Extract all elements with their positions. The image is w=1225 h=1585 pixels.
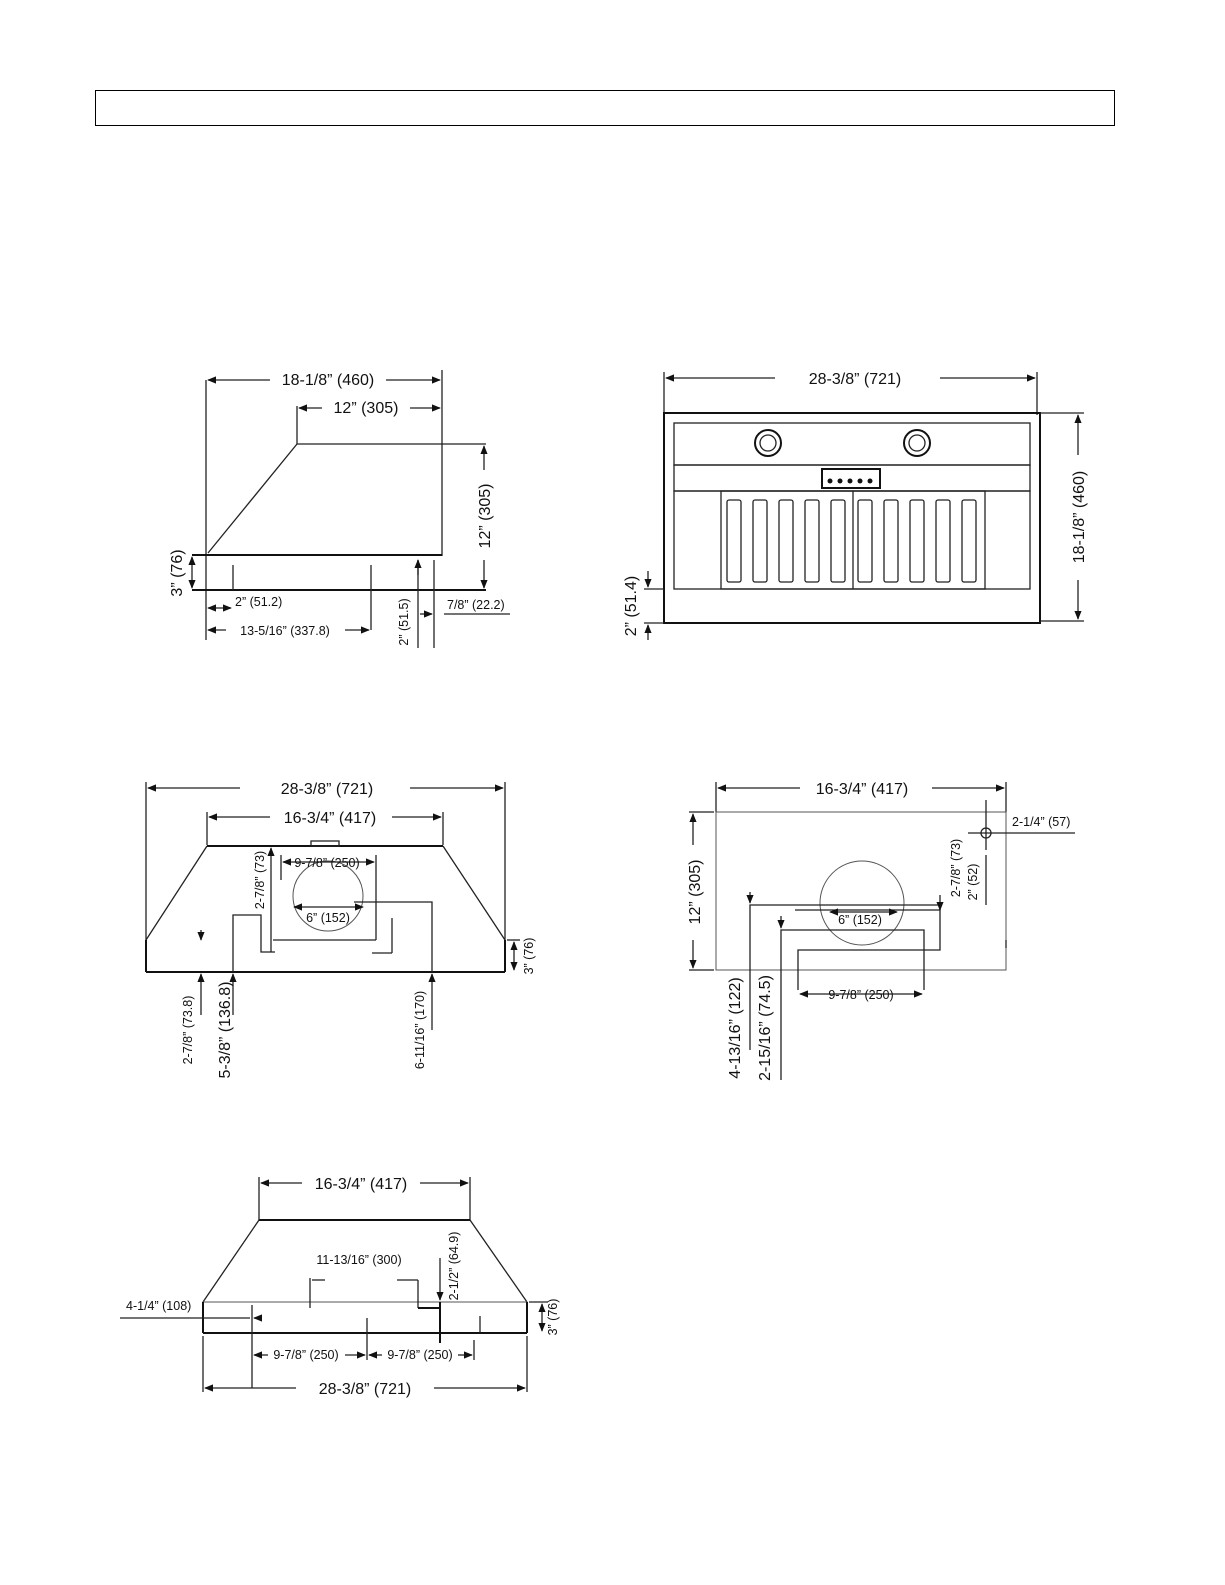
side-offset-d-label: 7/8” (22.2) [447, 598, 505, 612]
top-corner-offset-label: 2-1/4” (57) [1012, 815, 1070, 829]
side-offset-c-label: 2” (51.5) [397, 598, 411, 645]
top-width-label: 16-3/4” (417) [816, 781, 909, 798]
bottom-mark-b-label: 5-3/8” (136.8) [217, 982, 234, 1079]
rear-overall-width-label: 28-3/8” (721) [319, 1381, 412, 1398]
bottom-duct-depth-label: 2-7/8” (73) [253, 851, 267, 909]
front-height-label: 18-1/8” (460) [1071, 471, 1088, 564]
control-panel [821, 468, 881, 489]
front-bottom-offset-label: 2” (51.4) [623, 576, 640, 636]
rear-top-width-label: 16-3/4” (417) [315, 1176, 408, 1193]
top-duct-depth-label: 2-7/8” (73) [949, 839, 963, 897]
rear-duct-height-label: 2-1/2” (64.9) [447, 1232, 461, 1301]
bottom-duct-offset-label: 9-7/8” (250) [294, 856, 359, 870]
side-offset-b-label: 13-5/16” (337.8) [240, 624, 330, 638]
control-buttons [827, 478, 873, 484]
rear-duct-offset-label: 11-13/16” (300) [316, 1253, 401, 1267]
rear-left-offset-label: 4-1/4” (108) [126, 1299, 191, 1313]
rear-view: 16-3/4” (417) 11-13/16” (300) 2-1/2” (64… [120, 1176, 560, 1398]
top-duct-opening [819, 860, 905, 946]
front-view: 28-3/8” (721) [623, 371, 1088, 640]
top-view: 16-3/4” (417) 12” (305) 2-1/4” (57) 2” (… [687, 781, 1075, 1081]
bottom-top-width-label: 16-3/4” (417) [284, 810, 377, 827]
bottom-overall-width-label: 28-3/8” (721) [281, 781, 374, 798]
bottom-mark-a-label: 2-7/8” (73.8) [181, 996, 195, 1065]
top-duct-width-label: 9-7/8” (250) [828, 988, 893, 1002]
side-offset-a-label: 2” (51.2) [235, 595, 282, 609]
top-mark-a-label: 4-13/16” (122) [727, 977, 744, 1078]
front-width-label: 28-3/8” (721) [809, 371, 902, 388]
side-overall-depth-label: 18-1/8” (460) [282, 372, 375, 389]
bottom-duct-diameter-label: 6” (152) [306, 911, 350, 925]
rear-height-label: 3” (76) [546, 1299, 560, 1336]
top-mark-b-label: 2-15/16” (74.5) [757, 975, 774, 1081]
bottom-mark-c-label: 6-11/16” (170) [413, 991, 427, 1069]
filter-slats [726, 499, 977, 583]
side-view: 18-1/8” (460) 12” (305) 12” (305) 3” (76… [169, 370, 510, 648]
fan-knob-right [903, 429, 931, 457]
rear-span-a-label: 9-7/8” (250) [273, 1348, 338, 1362]
fan-knob-left [754, 429, 782, 457]
top-duct-diameter-label: 6” (152) [838, 913, 882, 927]
top-duct-offset-label: 2” (52) [966, 864, 980, 901]
top-depth-label: 12” (305) [687, 860, 704, 925]
side-height-label: 12” (305) [477, 484, 494, 549]
rear-span-b-label: 9-7/8” (250) [387, 1348, 452, 1362]
side-top-depth-label: 12” (305) [334, 400, 399, 417]
side-base-height-label: 3” (76) [169, 549, 186, 596]
bottom-view: 28-3/8” (721) 16-3/4” (417) 9-7/8” (250)… [145, 781, 536, 1079]
bottom-height-label: 3” (76) [522, 938, 536, 975]
header-box [95, 90, 1115, 126]
